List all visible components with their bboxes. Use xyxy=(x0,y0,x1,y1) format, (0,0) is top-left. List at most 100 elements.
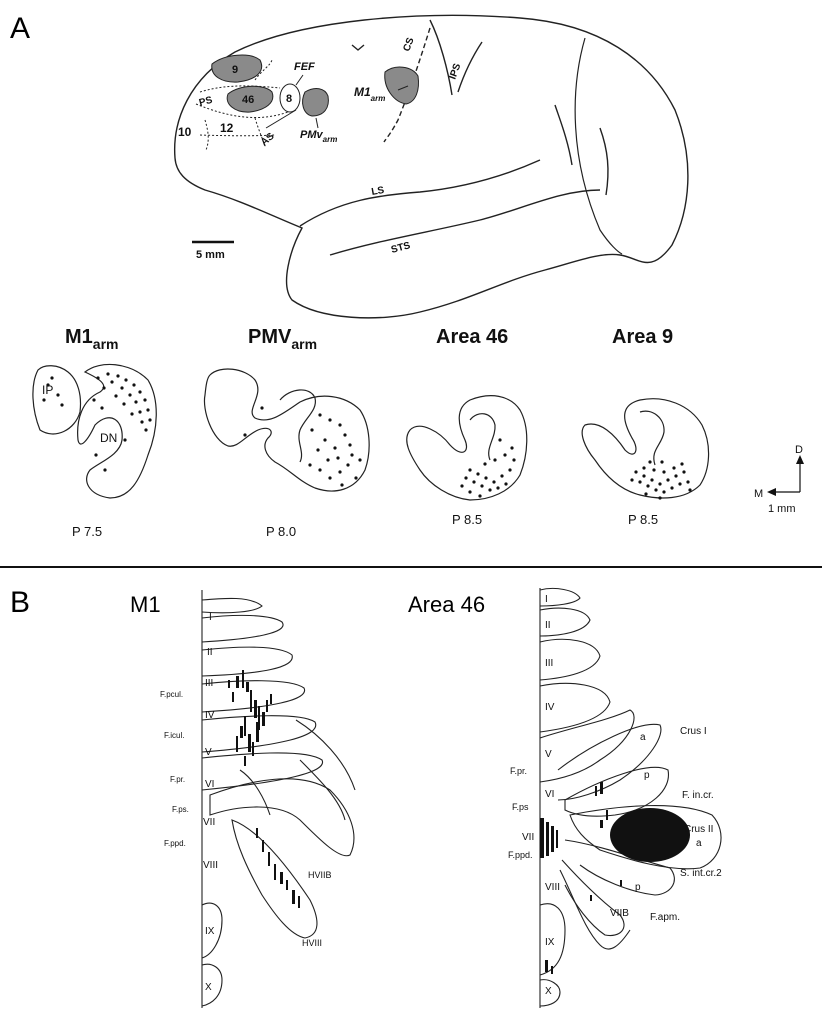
label-scale-brain: 5 mm xyxy=(196,249,225,261)
axis-m-label: M xyxy=(754,488,763,500)
m1-fissure-ppd: F.ppd. xyxy=(164,839,186,848)
label-pmv-main: PMv xyxy=(300,129,324,141)
label-as: AS xyxy=(259,131,277,149)
section-title-pmv-main: PMV xyxy=(248,326,292,348)
area9-inner-outline xyxy=(640,411,664,465)
a46-lobule-ii: II xyxy=(545,620,551,631)
m1-lobule-vii: VII xyxy=(203,817,215,828)
a46-label-p2: p xyxy=(635,882,641,893)
area46-section-outline xyxy=(407,396,527,500)
label-area-9: 9 xyxy=(232,64,238,76)
label-m1-main: M1 xyxy=(354,85,371,99)
label-ps: PS xyxy=(198,95,214,109)
label-cs: CS xyxy=(401,36,416,53)
a46-fissure-pr: F.pr. xyxy=(510,766,527,776)
m1-lobule-v: V xyxy=(205,747,212,758)
a46-lobule-ix: IX xyxy=(545,937,555,948)
label-area-8: 8 xyxy=(286,93,292,105)
m1-fissure-ps: F.ps. xyxy=(172,805,189,814)
panel-b-letter: B xyxy=(10,586,30,619)
area9-dots xyxy=(630,460,691,499)
m1-lobule-x: X xyxy=(205,982,212,993)
m1-label-hviii: HVIII xyxy=(302,938,322,948)
label-pmv: PMvarm xyxy=(300,129,337,144)
section-label-pmv: P 8.0 xyxy=(266,524,296,539)
m1-dn-label: DN xyxy=(100,431,117,445)
m1-dots xyxy=(42,372,151,471)
m1-fissure-pcul: F.pcul. xyxy=(160,690,183,699)
cerebellum-m1 xyxy=(202,590,355,1008)
section-label-area46: P 8.5 xyxy=(452,512,482,527)
a46-lobule-iii: III xyxy=(545,658,553,669)
m1-label-hviib: HVIIB xyxy=(308,870,332,880)
section-title-m1-main: M1 xyxy=(65,326,93,348)
a46-lobule-x: X xyxy=(545,986,552,997)
section-label-area9: P 8.5 xyxy=(628,512,658,527)
a46-fissure-ps: F.ps xyxy=(512,802,529,812)
m1-section-outline xyxy=(33,366,81,434)
a46-label-a2: a xyxy=(696,838,702,849)
m1-lobule-vi: VI xyxy=(205,779,214,790)
a46-label-p1: p xyxy=(644,770,650,781)
section-title-area9: Area 9 xyxy=(612,326,673,348)
m1-lobule-ii: II xyxy=(207,647,213,658)
area9-section-outline xyxy=(582,399,708,498)
m1-patch xyxy=(385,67,419,104)
a46-label-sint: S. int.cr.2 xyxy=(680,868,722,879)
m1-label-markers: I II III IV V VI VII VIII IX X F.pcul. F… xyxy=(160,612,332,993)
label-sts: STS xyxy=(390,240,412,256)
label-area-46: 46 xyxy=(242,94,254,106)
crus-ii-labeling-blob xyxy=(610,808,690,862)
label-area-12: 12 xyxy=(220,121,234,135)
panel-b-left-title: M1 xyxy=(130,592,161,617)
pmv-dots xyxy=(243,406,361,486)
section-label-m1: P 7.5 xyxy=(72,524,102,539)
axis-scale-label: 1 mm xyxy=(768,503,796,515)
m1-lobule-i: I xyxy=(209,612,212,623)
label-ips: IPS xyxy=(447,62,463,81)
pmv-patch xyxy=(303,89,329,116)
a46-label-viib: VIIB xyxy=(610,908,629,919)
m1-lobule-viii: VIII xyxy=(203,860,218,871)
label-m1-sub: arm xyxy=(371,94,386,103)
section-dots xyxy=(42,372,691,499)
label-area-10: 10 xyxy=(178,125,192,139)
a46-fissure-ppd: F.ppd. xyxy=(508,850,533,860)
pmv-inner-outline xyxy=(280,390,315,462)
section-title-pmv: PMVarm xyxy=(248,326,317,352)
a46-label-crus-ii: Crus II xyxy=(684,824,713,835)
m1-ip-label: IP xyxy=(42,383,53,397)
m1-lobule-iii: III xyxy=(205,678,213,689)
section-labels: IP DN P 7.5 P 8.0 P 8.5 P 8.5 xyxy=(42,383,658,539)
panel-b-right-title: Area 46 xyxy=(408,592,485,617)
m1-fissure-pr: F.pr. xyxy=(170,775,185,784)
a46-label-fapm: F.apm. xyxy=(650,912,680,923)
label-ls: LS xyxy=(371,185,386,198)
a46-label-fincr: F. in.cr. xyxy=(682,790,714,801)
a46-lobule-iv: IV xyxy=(545,702,555,713)
axis-d-label: D xyxy=(795,444,803,456)
area46-inner-outline xyxy=(470,414,495,460)
section-title-m1-sub: arm xyxy=(93,336,119,352)
section-title-pmv-sub: arm xyxy=(291,336,317,352)
a46-lobule-v: V xyxy=(545,749,552,760)
a46-lobule-vii: VII xyxy=(522,832,534,843)
a46-lobule-viii: VIII xyxy=(545,882,560,893)
a46-lobule-vi: VI xyxy=(545,789,554,800)
pmv-section-outline xyxy=(204,369,369,491)
section-title-m1: M1arm xyxy=(65,326,118,352)
m1-lobule-iv: IV xyxy=(205,710,215,721)
label-m1: M1arm xyxy=(354,85,385,103)
panel-a-letter: A xyxy=(10,12,30,45)
section-titles: M1arm PMVarm Area 46 Area 9 xyxy=(65,326,673,352)
m1-lobule-ix: IX xyxy=(205,926,215,937)
a46-lobule-i: I xyxy=(545,594,548,605)
label-fef: FEF xyxy=(294,61,315,73)
orientation-axes: D M 1 mm xyxy=(754,444,804,515)
a46-label-crus-i: Crus I xyxy=(680,726,707,737)
m1-fissure-icul: F.icul. xyxy=(164,731,184,740)
label-pmv-sub: arm xyxy=(323,135,338,144)
a46-label-a1: a xyxy=(640,732,646,743)
section-title-area46: Area 46 xyxy=(436,326,508,348)
